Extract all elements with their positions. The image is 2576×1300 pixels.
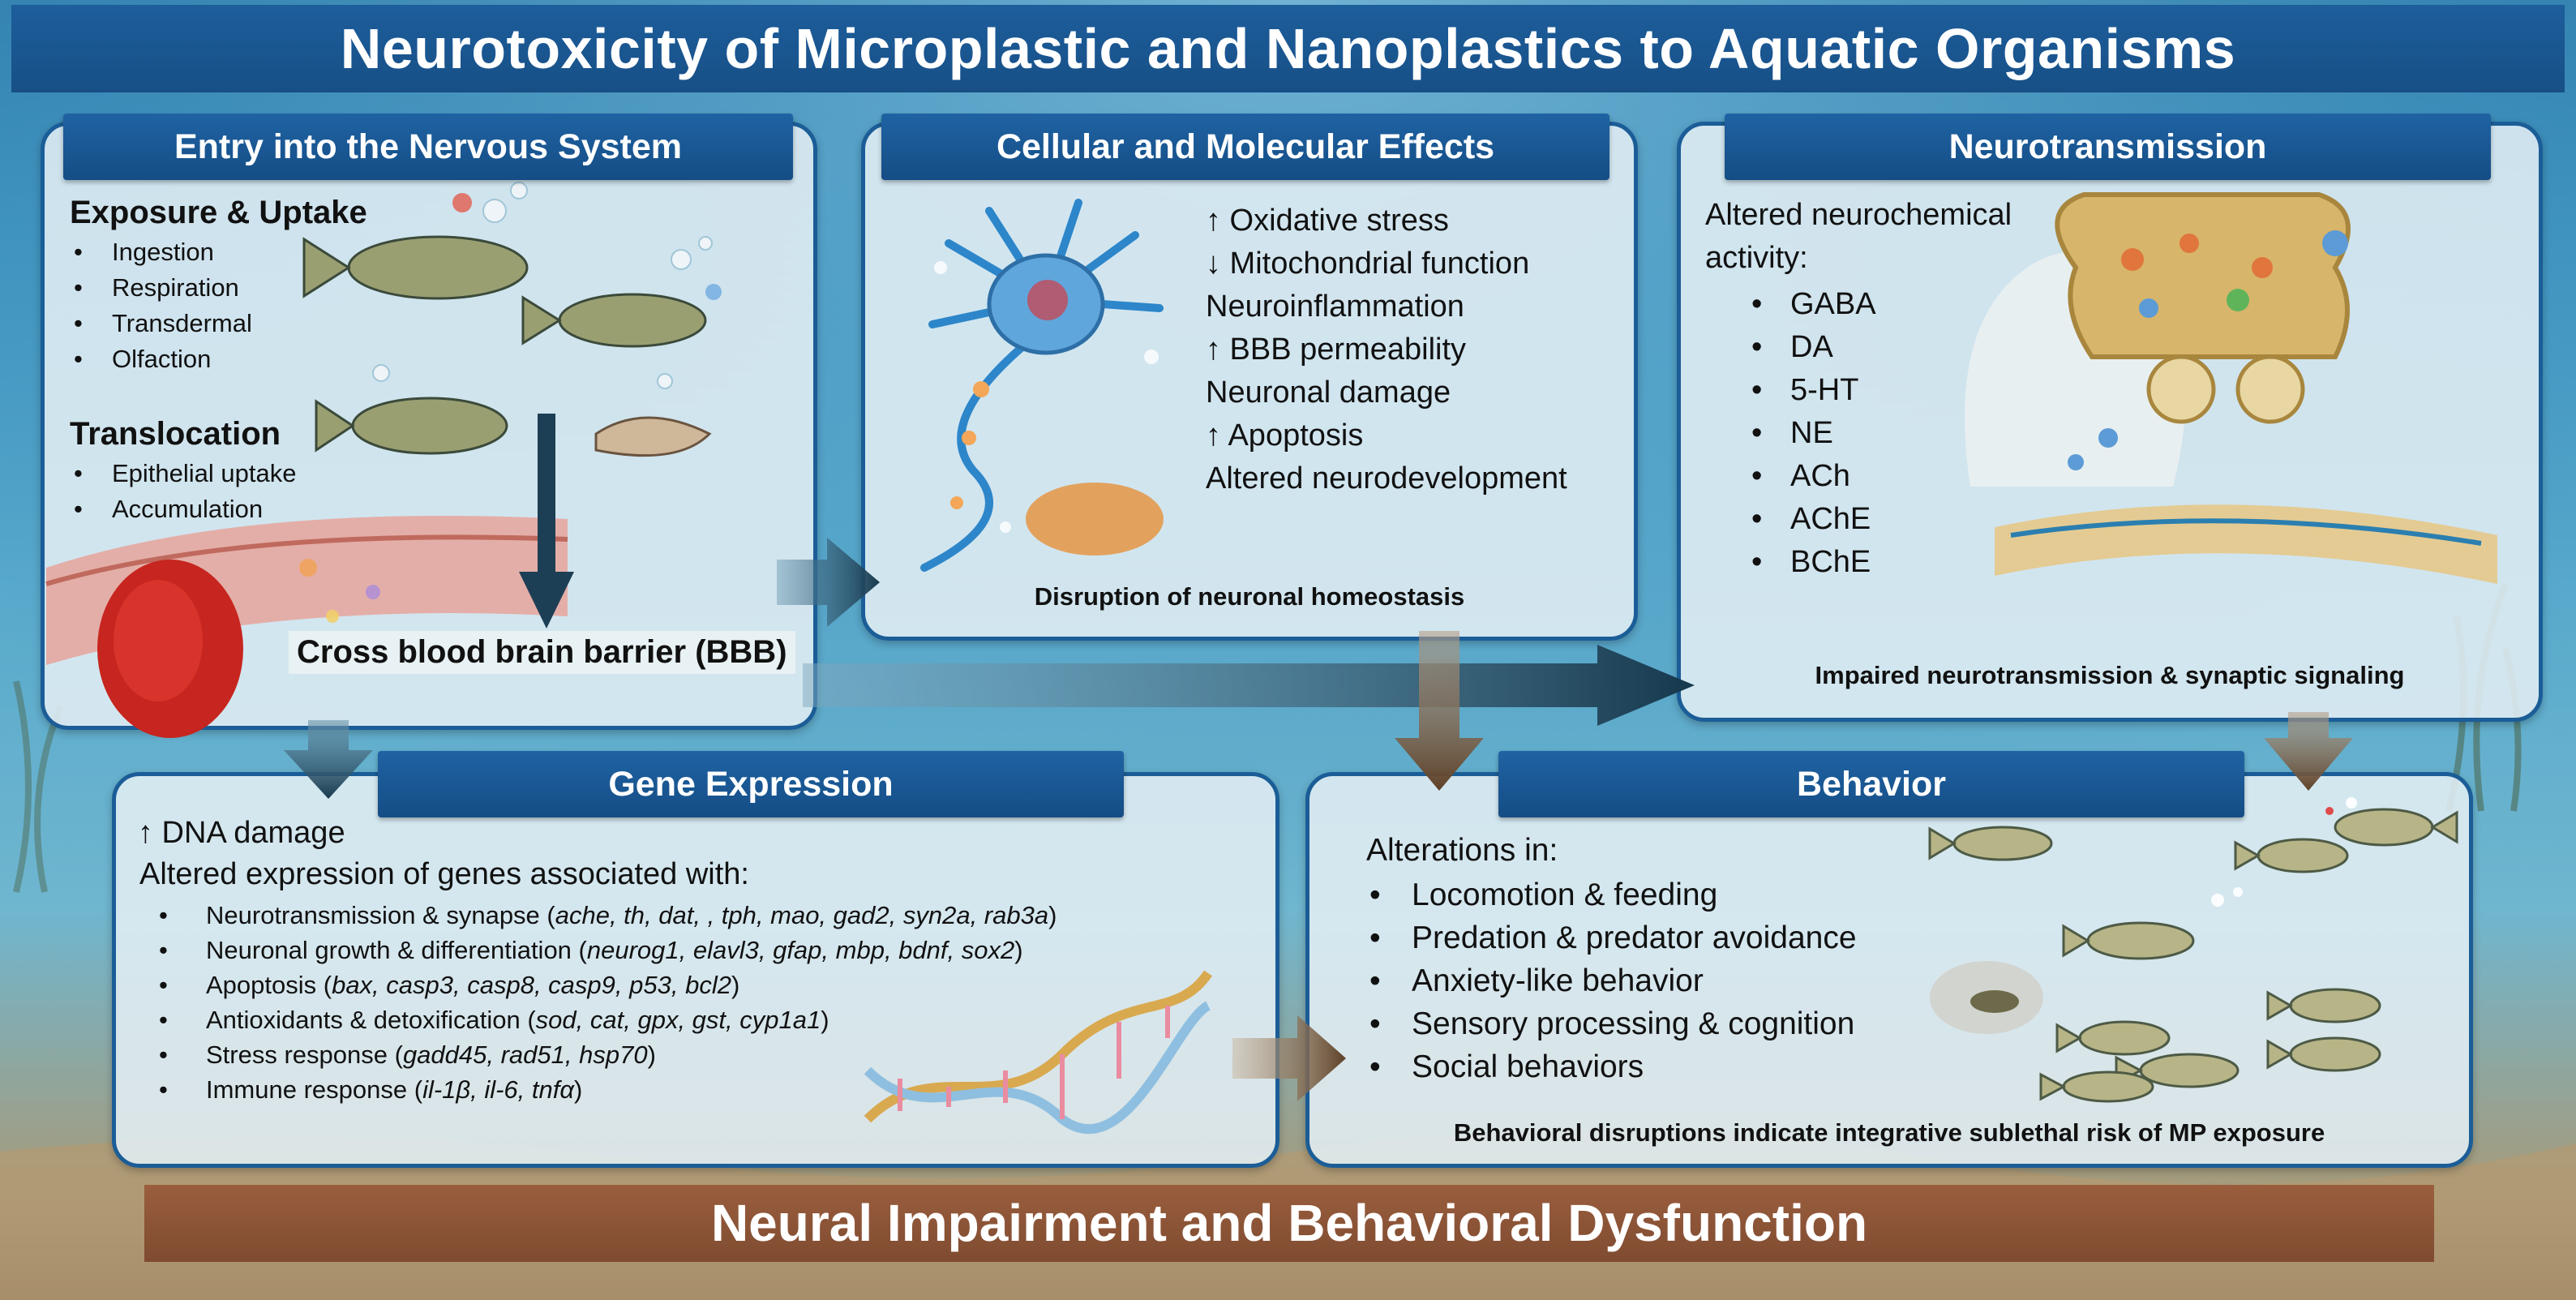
neurochemical-item: GABA [1709,283,1876,326]
gene-item-label: Neuronal growth & differentiation ( [206,936,587,964]
behavior-list: Locomotion & feeding Predation & predato… [1366,873,1857,1088]
neurochemical-item: NE [1709,412,1876,455]
gene-item-genes: bax, casp3, casp8, casp9, p53, bcl2 [332,971,731,999]
neuro-intro-line1: Altered neurochemical [1705,198,2012,233]
cellular-header: Cellular and Molecular Effects [881,114,1609,180]
gene-item-genes: il-1β, il-6, tnfα [422,1075,574,1104]
translocation-list: Epithelial uptake Accumulation [67,456,297,527]
gene-item-close: ) [1014,936,1022,964]
gene-item: Stress response (gadd45, rad51, hsp70) [117,1037,1057,1072]
gene-item: Immune response (il-1β, il-6, tnfα) [117,1072,1057,1107]
gene-item: Apoptosis (bax, casp3, casp8, casp9, p53… [117,967,1057,1002]
gene-line1: ↑ DNA damage [138,816,345,851]
cellular-effect: ↑ BBB permeability [1206,328,1567,371]
behavior-item: Predation & predator avoidance [1366,916,1857,959]
behavior-item: Locomotion & feeding [1366,873,1857,916]
behavior-caption: Behavioral disruptions indicate integrat… [1305,1118,2473,1148]
neurochemical-item: 5-HT [1709,369,1876,412]
gene-item-close: ) [648,1040,656,1069]
cellular-effect: Neuronal damage [1206,371,1567,414]
exposure-title: Exposure & Uptake [70,195,367,231]
neurotransmission-header: Neurotransmission [1725,114,2491,180]
cellular-effect: Neuroinflammation [1206,285,1567,328]
exposure-item: Respiration [67,270,252,306]
behavior-item: Anxiety-like behavior [1366,959,1857,1002]
gene-header: Gene Expression [378,751,1124,817]
neurochemical-item: AChE [1709,498,1876,541]
gene-item-close: ) [731,971,739,999]
behavior-item: Social behaviors [1366,1045,1857,1088]
cellular-effect: ↑ Oxidative stress [1206,200,1567,242]
conclusion-banner: Neural Impairment and Behavioral Dysfunc… [144,1185,2434,1262]
cellular-effects-list: ↑ Oxidative stress ↓ Mitochondrial funct… [1206,200,1567,500]
gene-item-genes: ache, th, dat, , tph, mao, gad2, syn2a, … [555,901,1048,929]
gene-item-close: ) [821,1006,829,1034]
translocation-item: Accumulation [67,491,297,527]
exposure-item: Transdermal [67,306,252,341]
page-title: Neurotoxicity of Microplastic and Nanopl… [11,5,2565,92]
behavior-item: Sensory processing & cognition [1366,1002,1857,1045]
neurochemical-list: GABA DA 5-HT NE ACh AChE BChE [1709,283,1876,584]
cellular-effect: Altered neurodevelopment [1206,457,1567,500]
translocation-item: Epithelial uptake [67,456,297,491]
neurochemical-item: ACh [1709,455,1876,498]
cellular-caption: Disruption of neuronal homeostasis [861,582,1638,611]
neuro-intro-line2: activity: [1705,241,1808,276]
gene-item-label: Antioxidants & detoxification ( [206,1006,536,1034]
gene-item-label: Immune response ( [206,1075,422,1104]
exposure-list: Ingestion Respiration Transdermal Olfact… [67,234,252,377]
behavior-intro: Alterations in: [1366,833,1558,869]
gene-item: Neurotransmission & synapse (ache, th, d… [117,898,1057,933]
cellular-effect: ↑ Apoptosis [1206,414,1567,457]
gene-item-close: ) [1048,901,1057,929]
translocation-title: Translocation [70,416,281,453]
exposure-item: Ingestion [67,234,252,270]
behavior-header: Behavior [1498,751,2244,817]
bbb-label: Cross blood brain barrier (BBB) [289,631,795,674]
neurochemical-item: DA [1709,326,1876,369]
gene-item-label: Neurotransmission & synapse ( [206,901,555,929]
cellular-effect: ↓ Mitochondrial function [1206,242,1567,285]
gene-item-label: Apoptosis ( [206,971,332,999]
gene-item: Antioxidants & detoxification (sod, cat,… [117,1002,1057,1037]
gene-item-label: Stress response ( [206,1040,403,1069]
gene-item-genes: neurog1, elavl3, gfap, mbp, bdnf, sox2 [587,936,1014,964]
gene-item-genes: gadd45, rad51, hsp70 [403,1040,648,1069]
exposure-item: Olfaction [67,341,252,377]
neuro-caption: Impaired neurotransmission & synaptic si… [1677,661,2543,690]
entry-header: Entry into the Nervous System [63,114,793,180]
gene-line2: Altered expression of genes associated w… [139,857,749,892]
gene-list: Neurotransmission & synapse (ache, th, d… [117,898,1057,1107]
neurochemical-item: BChE [1709,541,1876,584]
gene-item-close: ) [574,1075,582,1104]
gene-item-genes: sod, cat, gpx, gst, cyp1a1 [536,1006,821,1034]
gene-item: Neuronal growth & differentiation (neuro… [117,933,1057,967]
